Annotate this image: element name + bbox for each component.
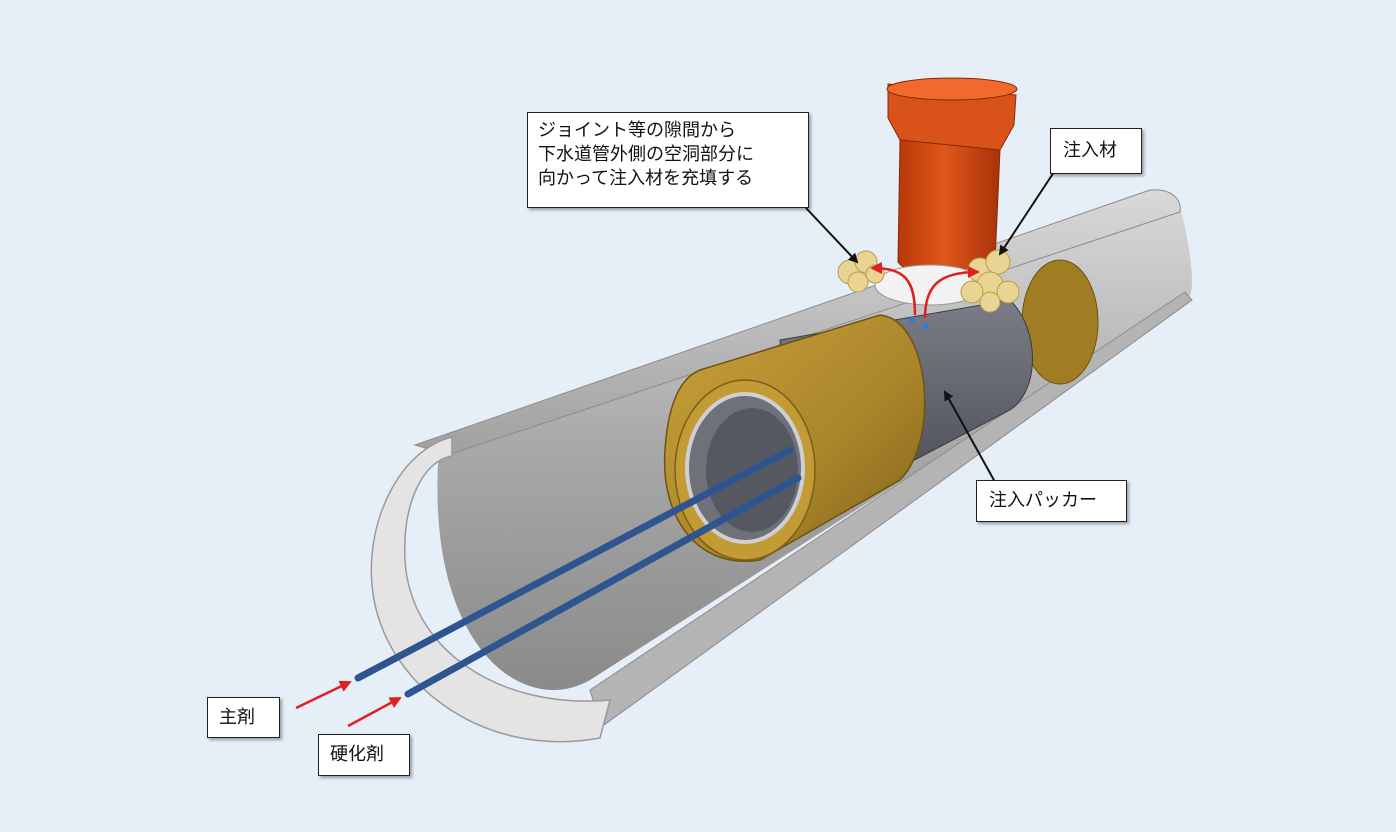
nozzle-dot (923, 323, 929, 329)
injection-pipe (897, 139, 1001, 276)
joint-gap-line-3: 向かって注入材を充填する (538, 168, 754, 189)
leader-joint (805, 207, 859, 264)
grout-right (960, 249, 1020, 313)
joint-gap-line-2: 下水道管外側の空洞部分に (538, 144, 754, 165)
joint-gap-callout: ジョイント等の隙間から 下水道管外側の空洞部分に 向かって注入材を充填する (527, 112, 809, 208)
hardener-arrow (347, 696, 402, 728)
injection-pipe-cap (887, 83, 1017, 151)
packer-rear-sleeve (1021, 259, 1099, 385)
grout-callout: 注入材 (1050, 128, 1142, 174)
flow-arrow-left (870, 262, 917, 316)
packer-callout: 注入パッカー (976, 480, 1127, 522)
packer-label: 注入パッカー (989, 490, 1097, 511)
hardener-callout: 硬化剤 (318, 734, 410, 776)
injection-pipe-top (886, 77, 1018, 101)
grout-label: 注入材 (1063, 140, 1117, 161)
pipe-end-rim (370, 436, 611, 743)
hardener-label: 硬化剤 (330, 744, 384, 765)
main-agent-label: 主剤 (219, 707, 255, 728)
nozzle-dot (909, 317, 915, 323)
flow-arrow-right (923, 266, 980, 319)
main-agent-callout: 主剤 (207, 697, 280, 738)
hardener-hose (404, 474, 802, 698)
joint-gap-line-1: ジョイント等の隙間から (538, 120, 736, 141)
main-agent-hose (354, 446, 794, 682)
main-agent-arrow (295, 680, 352, 710)
leader-grout (998, 171, 1055, 256)
leader-packer (944, 390, 996, 483)
